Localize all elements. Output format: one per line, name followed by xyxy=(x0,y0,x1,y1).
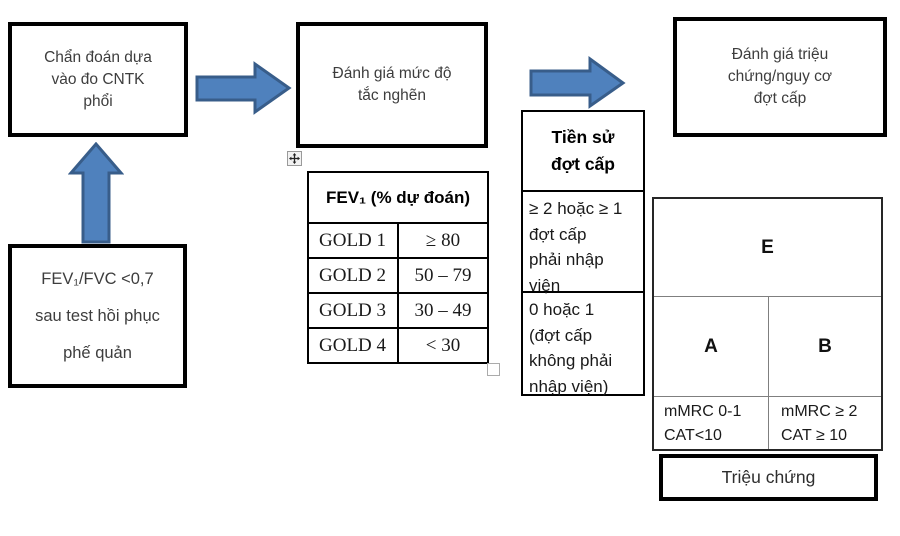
arrow-right-icon xyxy=(529,56,626,109)
table-row: GOLD 3 30 – 49 xyxy=(309,294,487,329)
group-b-criteria-cell: mMRC ≥ 2 CAT ≥ 10 xyxy=(769,397,881,449)
table-row: GOLD 2 50 – 79 xyxy=(309,259,487,294)
history-row2-line: 0 hoặc 1 xyxy=(529,300,595,319)
exacerbation-history-table: Tiền sử đợt cấp ≥ 2 hoặc ≥ 1 đợt cấp phả… xyxy=(521,110,645,396)
fev-fvc-box: FEV₁/FVC <0,7 sau test hồi phục phế quản xyxy=(8,244,187,388)
group-a-criteria-cell: mMRC 0-1 CAT<10 xyxy=(654,397,769,449)
history-row1-line: đợt cấp xyxy=(529,224,587,244)
gold-value-cell: ≥ 80 xyxy=(425,229,461,251)
group-a-cell: A xyxy=(654,297,769,397)
history-row-high-risk: ≥ 2 hoặc ≥ 1 đợt cấp phải nhập viện xyxy=(523,192,643,295)
arrow-up-icon xyxy=(68,142,124,244)
gold-grade-cell: GOLD 2 xyxy=(309,259,399,292)
gold-grade-cell: GOLD 4 xyxy=(309,329,399,362)
group-a-label: A xyxy=(704,335,718,357)
history-row1-line: ≥ 2 hoặc ≥ 1 xyxy=(529,199,623,218)
table-row: GOLD 1 ≥ 80 xyxy=(309,224,487,259)
history-row1-line: viện xyxy=(529,275,561,295)
group-e-label: E xyxy=(761,236,774,258)
history-row-low-risk: 0 hoặc 1 (đợt cấp không phải nhập viện) xyxy=(523,293,643,396)
diagnosis-line-3: phổi xyxy=(83,92,113,110)
symptom-axis-label: Triệu chứng xyxy=(721,467,816,487)
fev-fvc-line-1: FEV₁/FVC <0,7 xyxy=(41,269,154,288)
history-header-line-1: Tiền sử xyxy=(551,127,615,147)
symptom-axis-box: Triệu chứng xyxy=(659,454,878,501)
gold-value-cell: < 30 xyxy=(425,334,461,356)
gold-grade-table: FEV₁ (% dự đoán) GOLD 1 ≥ 80 GOLD 2 50 –… xyxy=(307,171,489,364)
table-resize-handle[interactable] xyxy=(487,363,500,376)
symptom-risk-line-1: Đánh giá triệu xyxy=(731,46,829,63)
history-table-header: Tiền sử đợt cấp xyxy=(523,112,643,192)
diagnosis-box: Chẩn đoán dựa vào đo CNTK phổi xyxy=(8,22,188,137)
group-e-cell: E xyxy=(654,199,881,297)
gold-grade-cell: GOLD 3 xyxy=(309,294,399,327)
history-row2-line: nhập viện) xyxy=(529,376,609,396)
arrow-right-icon xyxy=(195,61,292,115)
diagnosis-line-2: vào đo CNTK xyxy=(51,70,145,88)
gold-value-cell: 30 – 49 xyxy=(414,299,472,321)
group-a-criteria-line: CAT<10 xyxy=(664,427,722,444)
symptom-risk-line-2: chứng/nguy cơ xyxy=(727,68,833,85)
history-header-line-2: đợt cấp xyxy=(551,154,615,174)
gold-table-header: FEV₁ (% dự đoán) xyxy=(309,173,487,224)
obstruction-box: Đánh giá mức độ tắc nghẽn xyxy=(296,22,488,148)
history-row2-line: không phải xyxy=(529,351,613,370)
group-b-criteria-line: mMRC ≥ 2 xyxy=(781,403,858,420)
gold-value-cell: 50 – 79 xyxy=(414,264,472,286)
group-b-label: B xyxy=(818,335,832,357)
abe-classification-grid: E A B mMRC 0-1 CAT<10 mMRC ≥ 2 CAT ≥ 10 xyxy=(652,197,883,451)
history-row1-line: phải nhập xyxy=(529,250,604,269)
group-b-criteria-line: CAT ≥ 10 xyxy=(781,427,847,444)
table-move-handle-icon[interactable] xyxy=(287,151,302,166)
group-b-cell: B xyxy=(769,297,881,397)
fev-fvc-line-3: phế quản xyxy=(63,343,132,362)
table-row: GOLD 4 < 30 xyxy=(309,329,487,362)
symptom-risk-line-3: đợt cấp xyxy=(753,90,807,107)
fev-fvc-line-2: sau test hồi phục xyxy=(35,306,160,325)
gold-grade-cell: GOLD 1 xyxy=(309,224,399,257)
obstruction-line-2: tắc nghẽn xyxy=(357,87,427,104)
group-a-criteria-line: mMRC 0-1 xyxy=(664,403,742,420)
symptom-risk-box: Đánh giá triệu chứng/nguy cơ đợt cấp xyxy=(673,17,887,137)
diagnosis-line-1: Chẩn đoán dựa xyxy=(44,48,152,66)
obstruction-line-1: Đánh giá mức độ xyxy=(332,65,452,82)
history-row2-line: (đợt cấp xyxy=(529,325,593,345)
